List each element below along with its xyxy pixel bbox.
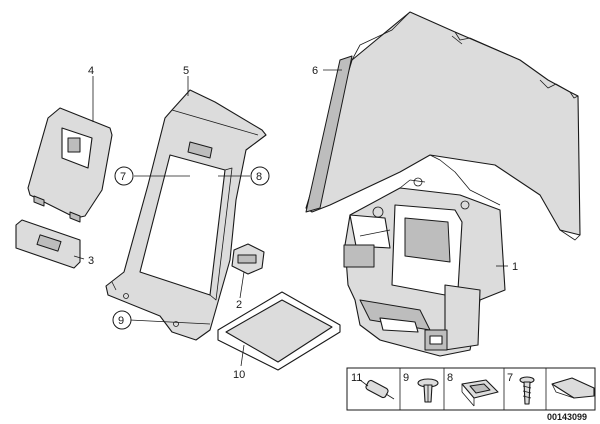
callout-5: 5: [183, 65, 189, 77]
legend-item-9: 9: [403, 372, 439, 403]
part-10-pad: [217, 291, 341, 371]
screw-icon: [519, 376, 535, 405]
legend-item-11: 11: [351, 372, 395, 400]
callout-4: 4: [88, 65, 94, 77]
legend-item-8: 8: [447, 372, 499, 407]
clip-face: [237, 254, 257, 264]
cylinder-plug-icon: [359, 379, 395, 400]
callout-8: 8: [256, 171, 262, 183]
callout-7: 7: [120, 171, 126, 183]
callout-labels: 4 5 6 7 8 3 2 1 9 10: [88, 65, 518, 381]
clip-strip-icon: [551, 377, 595, 399]
part-3-trim-plate: [15, 219, 81, 269]
callout-7-circle: [114, 166, 134, 186]
legend-item-7: 7: [507, 372, 535, 405]
document-id: 00143099: [547, 412, 587, 422]
legend-item-9-number: 9: [403, 372, 409, 384]
switch-window: [429, 335, 443, 345]
callout-10: 10: [233, 369, 245, 381]
callout-9: 9: [118, 315, 124, 327]
callout-2: 2: [236, 299, 242, 311]
leader-lines: [73, 69, 508, 367]
part-1-center-console-housing: [343, 177, 506, 357]
push-rivet-icon: [417, 378, 439, 403]
legend-item-8-number: 8: [447, 372, 453, 384]
callout-1: 1: [512, 261, 518, 273]
callout-3: 3: [88, 255, 94, 267]
part-4-cover-panel: [27, 107, 113, 223]
legend-item-7-number: 7: [507, 372, 513, 384]
callout-9-circle: [112, 310, 132, 330]
part-6-side-panel: [305, 11, 581, 241]
callout-6: 6: [312, 65, 318, 77]
legend-item-11-number: 11: [351, 372, 362, 384]
cover-slot: [67, 137, 81, 153]
part-2-clip: [231, 243, 265, 275]
callout-8-circle: [250, 166, 270, 186]
connector-module: [343, 244, 375, 268]
fastener-legend: 11 9 8 7: [346, 367, 596, 411]
plate-recess: [36, 234, 62, 252]
spring-nut-icon: [461, 379, 499, 407]
part-5-mounting-frame: [105, 89, 267, 341]
